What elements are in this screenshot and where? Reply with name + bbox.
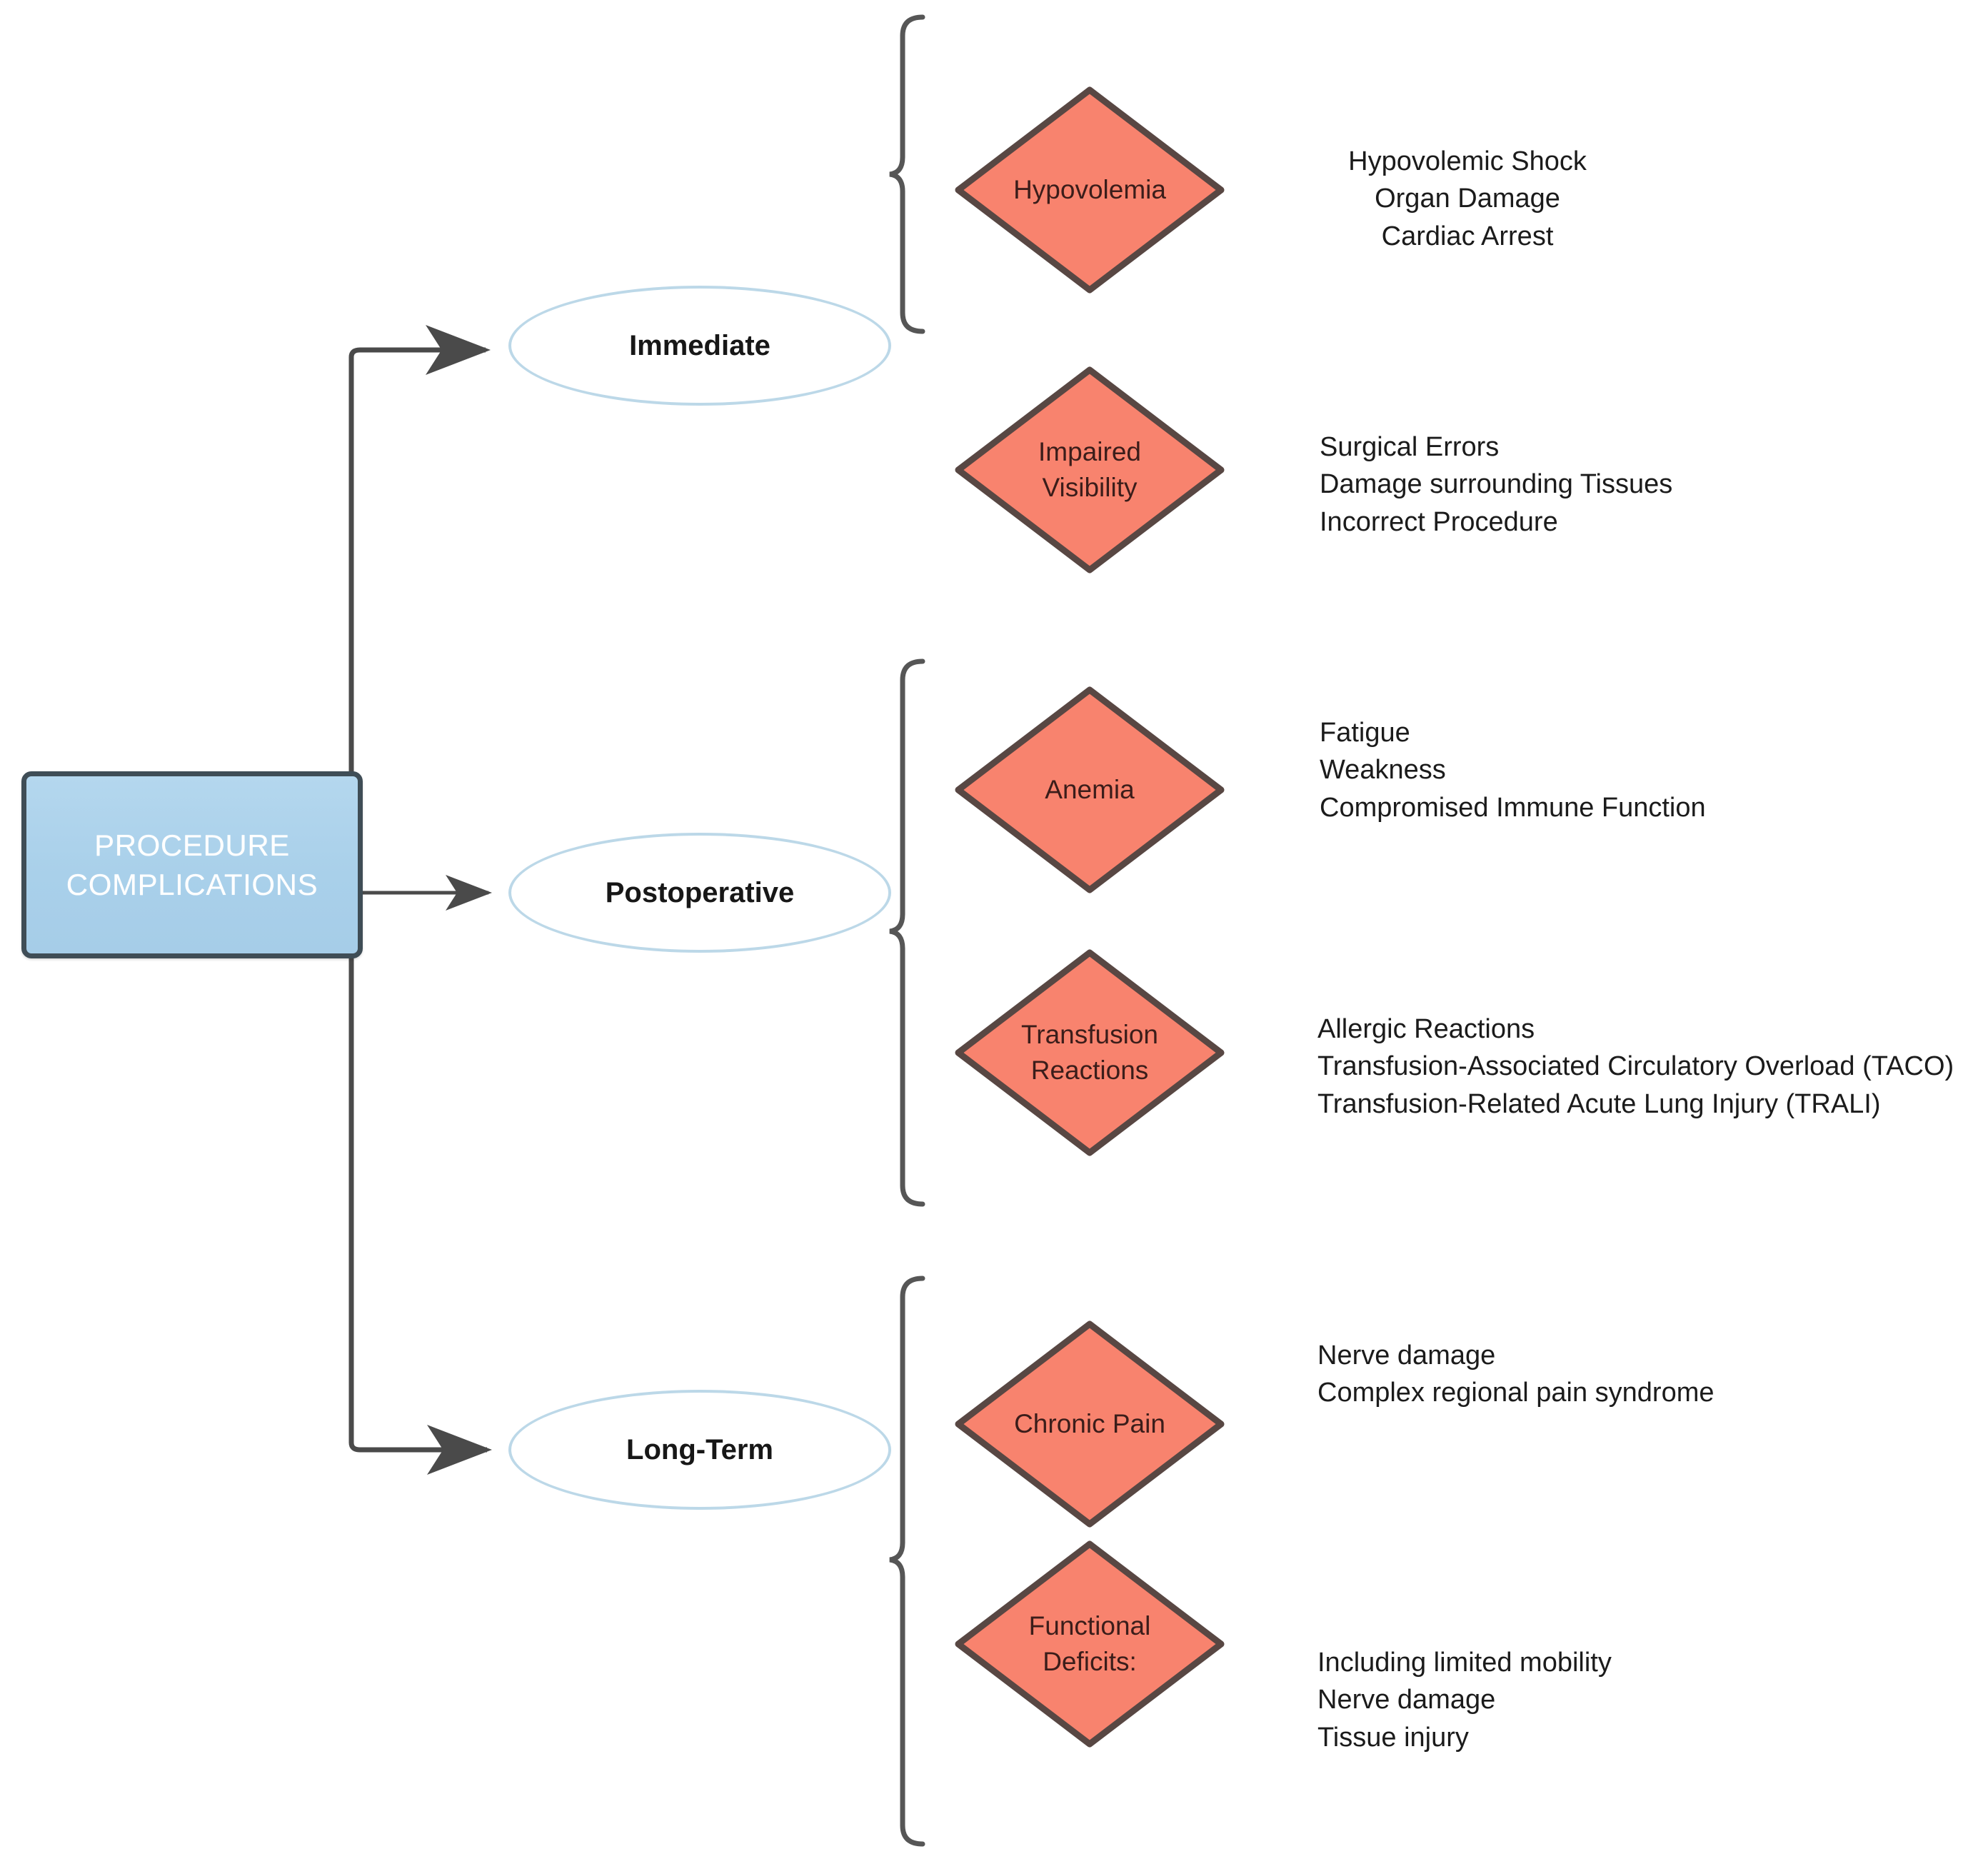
outcomes-functional-deficits: Including limited mobility Nerve damage …	[1317, 1648, 1612, 1753]
outcomes-chronic-pain: Nerve damage Complex regional pain syndr…	[1317, 1341, 1715, 1408]
outcomes-anemia: Fatigue Weakness Compromised Immune Func…	[1320, 718, 1706, 823]
outcomes-transfusion-reactions: Allergic Reactions Transfusion-Associate…	[1317, 1014, 1954, 1119]
category-label-postoperative: Postoperative	[605, 876, 795, 908]
complication-node-chronic-pain[interactable]: Chronic Pain	[954, 1320, 1225, 1528]
complication-node-hypovolemia[interactable]: Hypovolemia	[954, 86, 1225, 294]
diamond-icon	[955, 1321, 1225, 1528]
category-label-long-term: Long-Term	[626, 1433, 773, 1465]
root-node-label: PROCEDURE COMPLICATIONS	[66, 828, 318, 901]
diamond-icon	[955, 366, 1225, 573]
complication-node-impaired-visibility[interactable]: Impaired Visibility	[954, 366, 1225, 574]
category-node-long-term[interactable]: Long-Term	[508, 1390, 891, 1510]
outcomes-impaired-visibility: Surgical Errors Damage surrounding Tissu…	[1320, 432, 1673, 537]
outcomes-hypovolemia: Hypovolemic Shock Organ Damage Cardiac A…	[1348, 146, 1587, 251]
diamond-icon	[955, 86, 1225, 294]
diamond-icon	[955, 949, 1225, 1156]
category-node-postoperative[interactable]: Postoperative	[508, 833, 891, 953]
complication-label-chronic-pain: Chronic Pain	[1014, 1408, 1165, 1438]
brace-immediate	[889, 14, 925, 334]
complication-node-anemia[interactable]: Anemia	[954, 686, 1225, 894]
complication-node-transfusion-reactions[interactable]: Transfusion Reactions	[954, 948, 1225, 1157]
complication-label-transfusion-reactions: Transfusion Reactions	[1021, 1019, 1158, 1085]
diamond-icon	[955, 1540, 1225, 1748]
complication-label-anemia: Anemia	[1045, 774, 1135, 804]
connector-to-long-term	[348, 1425, 492, 1475]
category-label-immediate: Immediate	[629, 329, 770, 361]
complication-label-functional-deficits: Functional Deficits:	[1028, 1610, 1151, 1676]
root-node-procedure-complications[interactable]: PROCEDURE COMPLICATIONS	[21, 771, 363, 958]
category-node-immediate[interactable]: Immediate	[508, 286, 891, 406]
diamond-icon	[955, 686, 1225, 893]
complication-label-impaired-visibility: Impaired Visibility	[1038, 436, 1141, 502]
brace-long-term	[889, 1276, 925, 1847]
complication-label-hypovolemia: Hypovolemia	[1013, 174, 1166, 204]
brace-postoperative	[889, 658, 925, 1207]
connector-to-immediate	[348, 325, 491, 375]
complication-node-functional-deficits[interactable]: Functional Deficits:	[954, 1540, 1225, 1748]
